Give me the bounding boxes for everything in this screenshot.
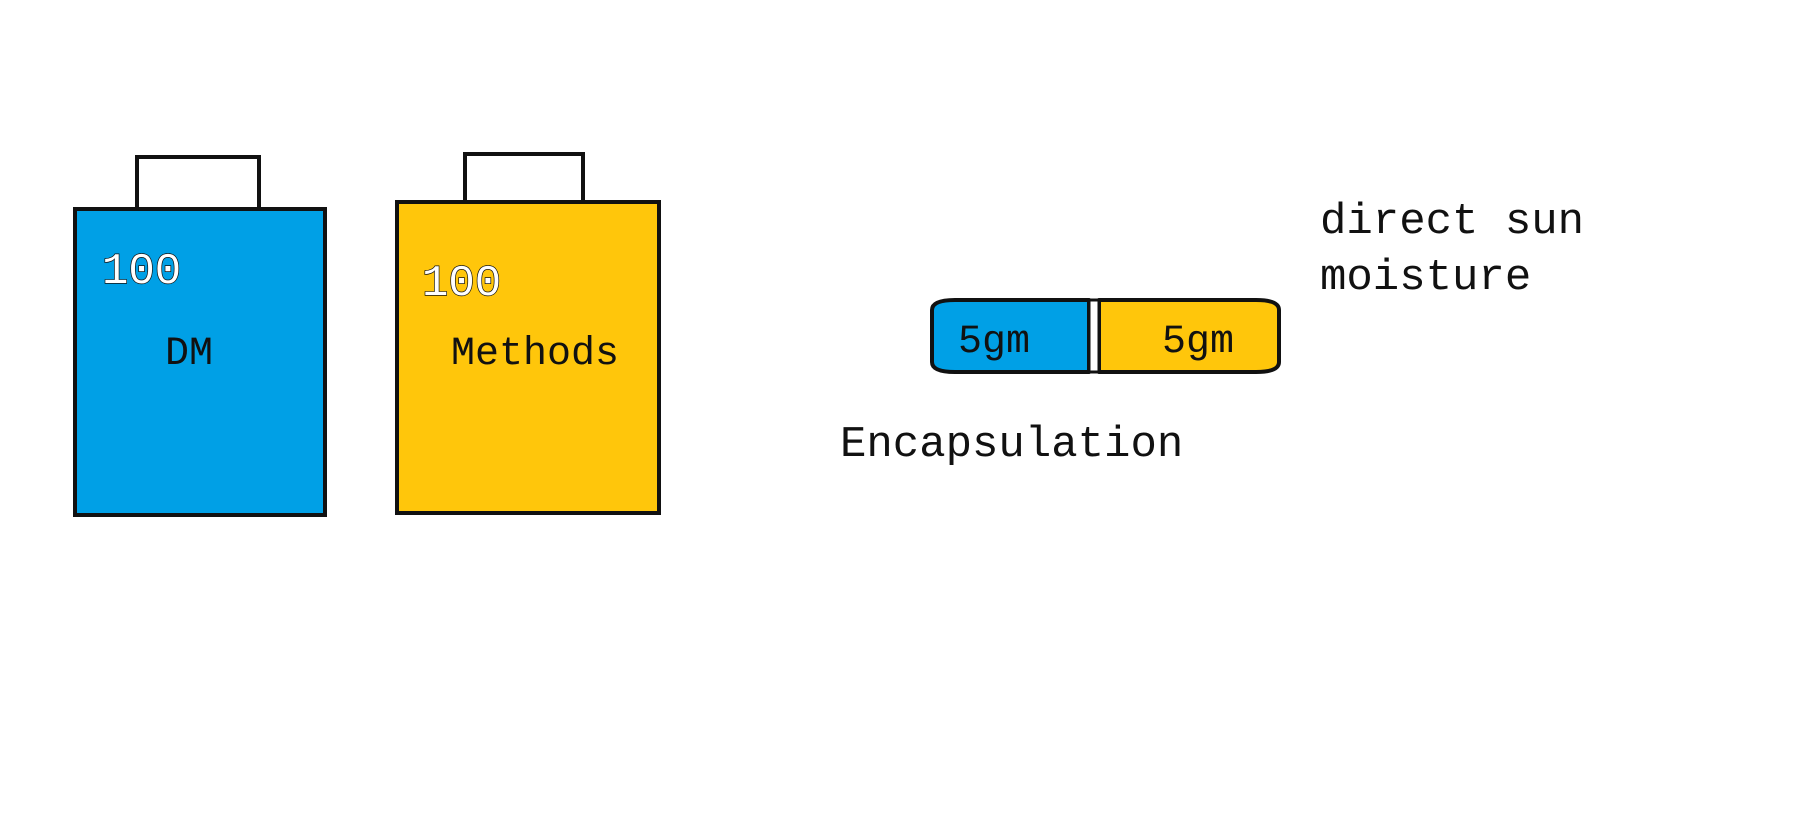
dm-container: 100 DM [73, 155, 327, 517]
condition-moisture: moisture [1320, 253, 1531, 303]
methods-container-number: 100 [422, 259, 501, 309]
methods-container-label: Methods [451, 332, 619, 377]
capsule-right-half [1097, 298, 1281, 374]
capsule-left-label: 5gm [958, 320, 1030, 365]
dm-container-label: DM [165, 332, 213, 377]
capsule-left-half [930, 298, 1091, 374]
dm-container-number: 100 [102, 247, 181, 297]
capsule: 5gm 5gm [930, 298, 1281, 374]
capsule-divider [1087, 298, 1101, 374]
dm-container-body [73, 207, 327, 517]
methods-container-body [395, 200, 661, 515]
condition-direct-sun: direct sun [1320, 197, 1584, 247]
dm-container-cap [135, 155, 261, 211]
methods-container: 100 Methods [395, 152, 661, 515]
encapsulation-caption: Encapsulation [840, 420, 1183, 470]
methods-container-cap [463, 152, 585, 204]
capsule-right-label: 5gm [1162, 320, 1234, 365]
